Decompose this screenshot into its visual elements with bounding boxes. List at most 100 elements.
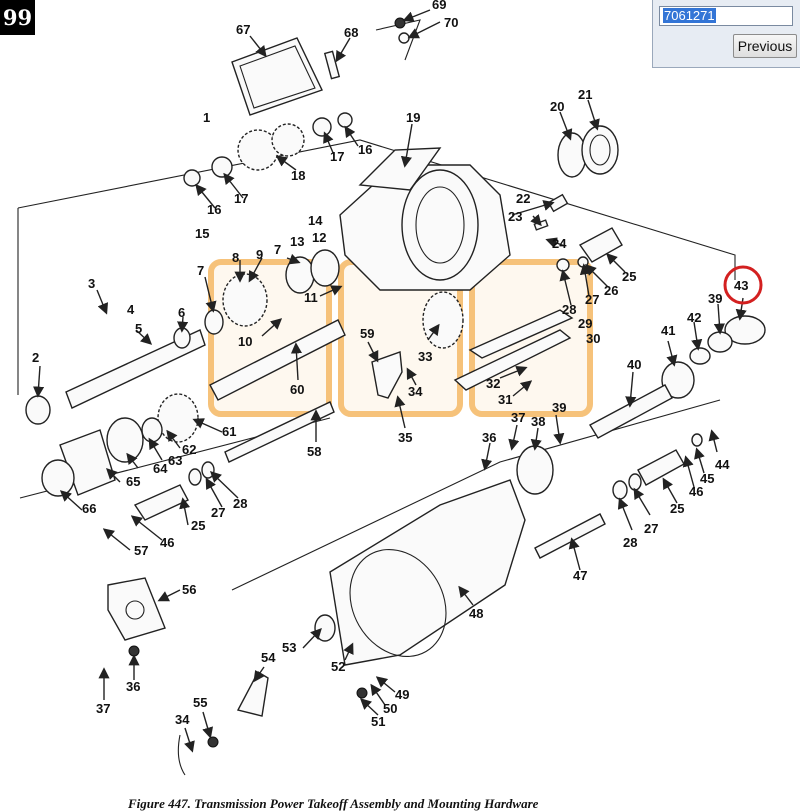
part-lookup-panel: 7061271 Previous	[652, 0, 800, 68]
callout-67: 67	[236, 22, 250, 37]
callout-47: 47	[573, 568, 587, 583]
callout-1: 1	[203, 110, 210, 125]
callout-20: 20	[550, 99, 564, 114]
seal-53	[314, 614, 336, 642]
boot-25-right	[637, 449, 685, 486]
callout-26: 26	[604, 283, 618, 298]
callout-9: 9	[256, 247, 263, 262]
callout-40: 40	[627, 357, 641, 372]
callout-5: 5	[135, 321, 142, 336]
callout-60: 60	[290, 382, 304, 397]
gasket-67	[231, 37, 323, 116]
cup-21	[581, 125, 619, 175]
callout-circle-43	[723, 265, 763, 305]
callout-34b: 34	[175, 712, 190, 727]
callout-61: 61	[222, 424, 236, 439]
callout-45: 45	[700, 471, 714, 486]
callout-24: 24	[552, 236, 567, 251]
shaft-60	[209, 319, 346, 401]
seal-66	[41, 459, 75, 497]
callout-46a: 46	[160, 535, 174, 550]
callout-39a: 39	[708, 291, 722, 306]
cable-34	[177, 734, 186, 776]
gear-9	[222, 273, 268, 327]
callout-56: 56	[182, 582, 196, 597]
callout-41: 41	[661, 323, 675, 338]
callout-43: 43	[734, 278, 748, 293]
callout-19: 19	[406, 110, 420, 125]
callout-33: 33	[418, 349, 432, 364]
callout-30: 30	[586, 331, 600, 346]
callout-35: 35	[398, 430, 412, 445]
callout-57: 57	[134, 543, 148, 558]
callout-36b: 36	[126, 679, 140, 694]
callout-21: 21	[578, 87, 592, 102]
callout-13: 13	[290, 234, 304, 249]
callout-37b: 37	[96, 701, 110, 716]
washer-70	[398, 32, 410, 44]
callout-25b: 25	[191, 518, 205, 533]
callout-36a: 36	[482, 430, 496, 445]
callout-66: 66	[82, 501, 96, 516]
bracket-top	[375, 19, 421, 61]
callout-6: 6	[178, 305, 185, 320]
callout-12: 12	[312, 230, 326, 245]
callout-70: 70	[444, 15, 458, 30]
callout-28b: 28	[233, 496, 247, 511]
lever-54	[236, 671, 269, 717]
callout-34a: 34	[408, 384, 423, 399]
boot-25	[578, 227, 623, 263]
callout-25c: 25	[670, 501, 684, 516]
callout-28a: 28	[562, 302, 576, 317]
callout-65: 65	[126, 474, 140, 489]
shaft-4	[65, 329, 206, 409]
callout-58: 58	[307, 444, 321, 459]
plug-2	[25, 395, 51, 425]
callout-17b: 17	[330, 149, 344, 164]
highlight-box-3	[469, 259, 593, 417]
sleeve-38	[516, 445, 554, 495]
callout-25a: 25	[622, 269, 636, 284]
callout-15: 15	[195, 226, 209, 241]
boot-25-left	[133, 484, 189, 521]
callout-44: 44	[715, 457, 730, 472]
shaft-58	[224, 401, 335, 463]
callout-53: 53	[282, 640, 296, 655]
callout-7a: 7	[197, 263, 204, 278]
callout-37a: 37	[511, 410, 525, 425]
callout-42: 42	[687, 310, 701, 325]
rod-47	[534, 513, 606, 559]
callout-39b: 39	[552, 400, 566, 415]
callout-63: 63	[168, 453, 182, 468]
previous-button[interactable]: Previous	[733, 34, 797, 58]
callout-62: 62	[182, 442, 196, 457]
callout-51: 51	[371, 714, 385, 729]
callout-69: 69	[432, 0, 446, 12]
case-48	[329, 479, 526, 666]
callout-55: 55	[193, 695, 207, 710]
callout-48: 48	[469, 606, 483, 621]
callout-18: 18	[291, 168, 305, 183]
callout-27b: 27	[211, 505, 225, 520]
fork-59	[371, 351, 403, 399]
gear-61	[157, 393, 199, 443]
part-number-input[interactable]: 7061271	[659, 6, 793, 26]
callout-16b: 16	[358, 142, 372, 157]
callout-3: 3	[88, 276, 95, 291]
callout-29: 29	[578, 316, 592, 331]
part-number-selection: 7061271	[663, 8, 716, 23]
fork-29	[468, 309, 574, 359]
assembly-outline-bottom	[231, 399, 721, 591]
callout-49: 49	[395, 687, 409, 702]
page-number-badge: 99	[0, 0, 35, 35]
fork-30	[453, 329, 572, 391]
stud-68	[323, 50, 341, 80]
bearing-41	[661, 361, 695, 399]
callout-27c: 27	[644, 521, 658, 536]
nut-69	[394, 17, 406, 29]
callout-8: 8	[232, 250, 239, 265]
bearing-64	[106, 417, 144, 463]
callout-27a: 27	[585, 292, 599, 307]
leader-arrows	[32, 9, 747, 753]
